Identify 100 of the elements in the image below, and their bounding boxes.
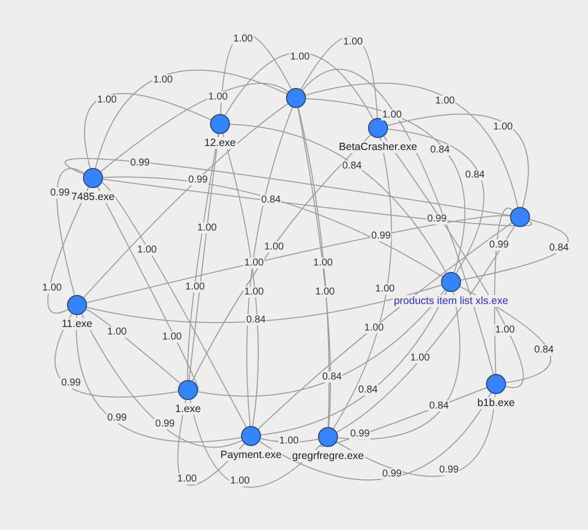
connector-line xyxy=(302,70,494,375)
connector-line xyxy=(460,219,568,281)
connector-line xyxy=(258,392,492,480)
edge-label: 0.84 xyxy=(245,314,267,326)
edge-label: 1.00 xyxy=(41,282,63,294)
connector-line xyxy=(222,133,259,427)
connector-line xyxy=(336,225,516,433)
connector-line xyxy=(387,114,529,208)
connector-line xyxy=(86,308,181,384)
connector-line xyxy=(494,208,514,374)
edge-label: 1.00 xyxy=(312,258,334,268)
edge-label: 0.99 xyxy=(349,428,371,440)
connector-line xyxy=(56,168,85,296)
edge-label: 1.00 xyxy=(243,286,265,298)
edge-label: 1.00 xyxy=(363,322,385,334)
edge-label: 1.00 xyxy=(136,244,158,256)
edge-label: 1.00 xyxy=(152,74,174,86)
connector-line xyxy=(192,134,372,382)
edge-label: 1.00 xyxy=(314,286,336,298)
edge-label: 1.00 xyxy=(381,110,403,120)
edge-label: 0.99 xyxy=(129,158,151,168)
edge-label: 1.00 xyxy=(96,94,118,106)
connector-line xyxy=(338,291,460,440)
edge-label: 0.84 xyxy=(341,160,363,172)
edge-label: 0.99 xyxy=(426,214,448,224)
connector-line xyxy=(100,82,289,172)
node-circle xyxy=(318,427,338,447)
node-label: 1.exe xyxy=(174,403,202,415)
connector-line xyxy=(54,313,179,398)
edge-label: 1.00 xyxy=(232,34,254,44)
connector-line xyxy=(387,128,484,274)
edge-label: 1.00 xyxy=(434,96,456,106)
node-circle xyxy=(486,374,506,394)
node-label: 12.exe xyxy=(203,137,237,149)
connector-line xyxy=(258,222,512,430)
connector-line xyxy=(305,82,518,208)
edge-label: 1.00 xyxy=(176,474,198,484)
node-circle xyxy=(510,207,530,227)
edge-label: 0.99 xyxy=(488,240,510,250)
edge-label: 1.00 xyxy=(229,476,251,486)
node-label: products item list xls.exe xyxy=(392,295,510,307)
connector-line xyxy=(102,178,532,226)
edge-label: 0.99 xyxy=(60,378,82,388)
connector-line xyxy=(320,387,488,447)
connector-line xyxy=(86,284,442,324)
edge-label: 1.00 xyxy=(207,92,229,102)
edge-label: 1.00 xyxy=(106,326,128,338)
node-label: b1b.exe xyxy=(476,397,516,409)
node-label: Payment.exe xyxy=(219,449,283,461)
connector-line xyxy=(64,158,511,216)
connector-line xyxy=(47,186,90,314)
edge-label: 1.00 xyxy=(289,52,311,62)
node-circle xyxy=(368,118,388,138)
node-circle xyxy=(67,295,87,315)
node-circle xyxy=(178,380,198,400)
edge-label: 0.84 xyxy=(260,194,282,206)
edge-label: 1.00 xyxy=(342,36,364,48)
connector-line xyxy=(230,124,447,274)
connector-line xyxy=(246,106,293,426)
edge-label: 0.99 xyxy=(370,230,392,242)
edge-label: 1.00 xyxy=(161,332,183,342)
edge-label: 1.00 xyxy=(184,282,206,292)
node-label: 11.exe xyxy=(60,318,94,330)
edge-label: 0.84 xyxy=(357,384,379,396)
node-circle xyxy=(83,168,103,188)
edge-label: 0.84 xyxy=(429,144,451,156)
edge-label: 0.99 xyxy=(154,418,176,430)
edge-label: 0.99 xyxy=(438,464,460,476)
edge-label: 1.00 xyxy=(492,122,514,132)
connector-line xyxy=(84,93,212,169)
connector-line xyxy=(220,34,292,114)
connector-line xyxy=(86,215,511,304)
edge-label: 0.84 xyxy=(533,344,555,356)
edge-label: 1.00 xyxy=(243,258,265,268)
edge-label: 0.84 xyxy=(321,372,343,382)
connector-line xyxy=(101,182,247,428)
connector-line xyxy=(300,36,378,118)
node-label: gregrfregre.exe xyxy=(291,450,365,462)
edge-label: 1.00 xyxy=(409,352,431,364)
node-circle xyxy=(286,88,306,108)
connector-line xyxy=(332,137,392,429)
connector-line xyxy=(224,52,374,120)
edge-label: 0.99 xyxy=(187,174,209,186)
connector-line xyxy=(102,176,443,278)
connector-line xyxy=(260,290,448,436)
edge-label: 0.99 xyxy=(106,412,128,424)
edge-label: 1.00 xyxy=(278,436,300,446)
node-label: 7485.exe xyxy=(70,191,116,203)
edge-label: 0.84 xyxy=(428,400,450,412)
edge-label: 0.99 xyxy=(49,188,71,198)
node-circle xyxy=(210,114,230,134)
connector-line xyxy=(197,289,446,397)
edge-label: 1.00 xyxy=(494,324,516,336)
edge-label: 0.99 xyxy=(381,468,403,480)
edge-label: 0.84 xyxy=(548,242,570,254)
connector-line xyxy=(306,98,466,273)
edge-label: 1.00 xyxy=(196,222,218,234)
node-circle xyxy=(441,272,461,292)
connector-line xyxy=(94,70,288,169)
connector-line xyxy=(83,103,288,298)
